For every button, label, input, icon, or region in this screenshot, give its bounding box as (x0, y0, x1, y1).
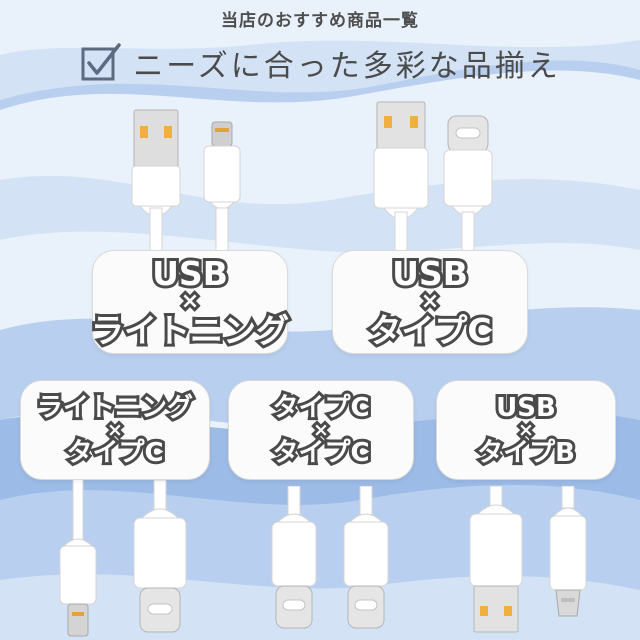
label-line-1: USB (149, 254, 231, 293)
product-label-usb-typeb[interactable]: USB × タイプB (436, 380, 616, 480)
micro-usb-cable (549, 486, 587, 617)
product-label-lightning-typec[interactable]: ライトニング × タイプC (20, 380, 210, 480)
label-cross: × (515, 417, 537, 442)
usb-a-connector-icon (376, 101, 426, 151)
lightning-connector-icon (211, 121, 233, 147)
header-subtitle: 当店のおすすめ商品一覧 (221, 11, 419, 31)
usb-c-connector-icon (275, 585, 313, 629)
usb-c-cable (443, 115, 493, 270)
usb-a-cable (373, 101, 429, 270)
lightning-cable (203, 121, 241, 270)
label-cross: × (418, 288, 443, 316)
label-cross: × (104, 417, 126, 442)
usb-a-cable (469, 486, 523, 633)
usb-c-cable (271, 486, 317, 629)
usb-c-connector-icon (447, 115, 489, 153)
label-line-3: タイプB (474, 437, 578, 469)
label-line-1: USB (389, 254, 471, 293)
label-line-3: タイプC (269, 437, 372, 469)
lightning-connector-icon (67, 603, 89, 637)
lightning-cable (59, 470, 97, 637)
usb-a-connector-icon (133, 109, 179, 169)
usb-c-cable (133, 480, 187, 633)
usb-a-connector-icon (473, 585, 519, 633)
label-line-3: タイプC (63, 437, 166, 469)
checkbox-checked-icon (81, 43, 121, 81)
product-label-typec-typec[interactable]: タイプC × タイプC (228, 380, 414, 480)
label-line-3: タイプC (365, 311, 494, 350)
usb-c-connector-icon (139, 587, 181, 633)
micro-usb-connector-icon (555, 589, 581, 617)
product-label-usb-typec[interactable]: USB × タイプC (332, 250, 528, 354)
label-cross: × (310, 417, 332, 442)
label-line-1: タイプC (269, 392, 372, 424)
label-line-1: USB (493, 392, 559, 424)
label-cross: × (178, 288, 203, 316)
header-title: ニーズに合った多彩な品揃え (133, 49, 561, 84)
usb-c-connector-icon (347, 585, 385, 629)
header-title-row: ニーズに合った多彩な品揃え (0, 40, 640, 86)
usb-a-cable (131, 109, 181, 268)
product-label-usb-lightning[interactable]: USB × ライトニング (88, 250, 292, 354)
label-line-3: ライトニング (88, 311, 292, 350)
usb-c-cable (343, 486, 389, 629)
label-line-1: ライトニング (34, 392, 196, 424)
